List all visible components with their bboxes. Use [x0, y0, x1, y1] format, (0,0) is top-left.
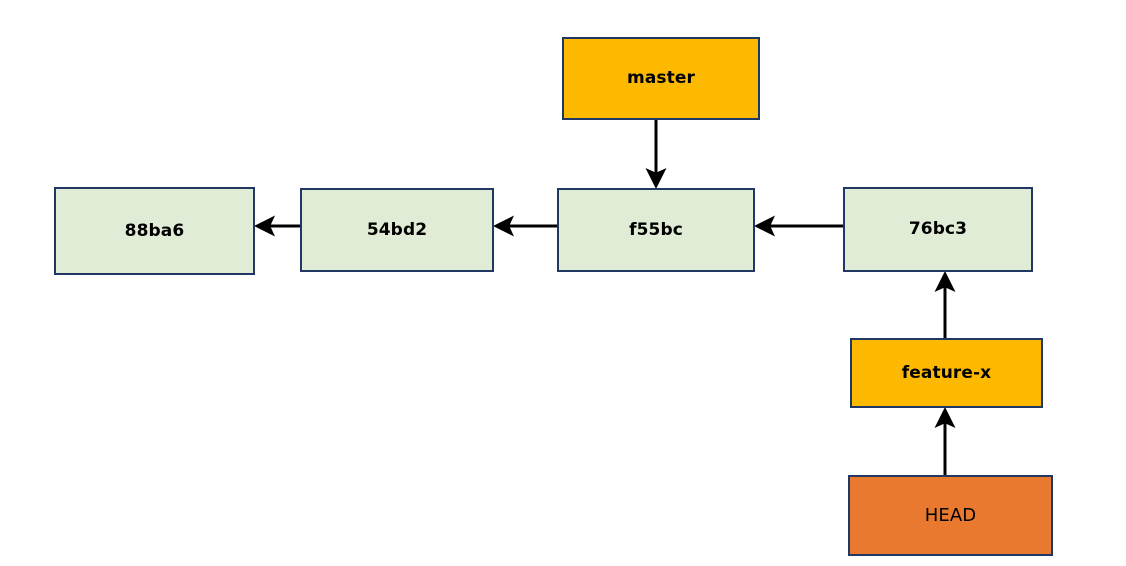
node-label: 76bc3	[908, 219, 968, 239]
node-label: feature-x	[901, 362, 992, 383]
node-label: master	[627, 68, 695, 88]
node-commit-f55bc[interactable]: f55bc	[557, 188, 755, 272]
node-commit-88ba6[interactable]: 88ba6	[54, 187, 255, 275]
node-commit-76bc3[interactable]: 76bc3	[843, 187, 1033, 272]
node-commit-54bd2[interactable]: 54bd2	[300, 188, 494, 272]
node-label: f55bc	[629, 219, 683, 240]
node-label: HEAD	[924, 504, 977, 526]
node-pointer-head[interactable]: HEAD	[848, 475, 1053, 556]
node-label: 88ba6	[124, 220, 185, 241]
node-branch-feature-x[interactable]: feature-x	[850, 338, 1043, 408]
node-label: 54bd2	[366, 219, 428, 240]
node-branch-master[interactable]: master	[562, 37, 760, 120]
